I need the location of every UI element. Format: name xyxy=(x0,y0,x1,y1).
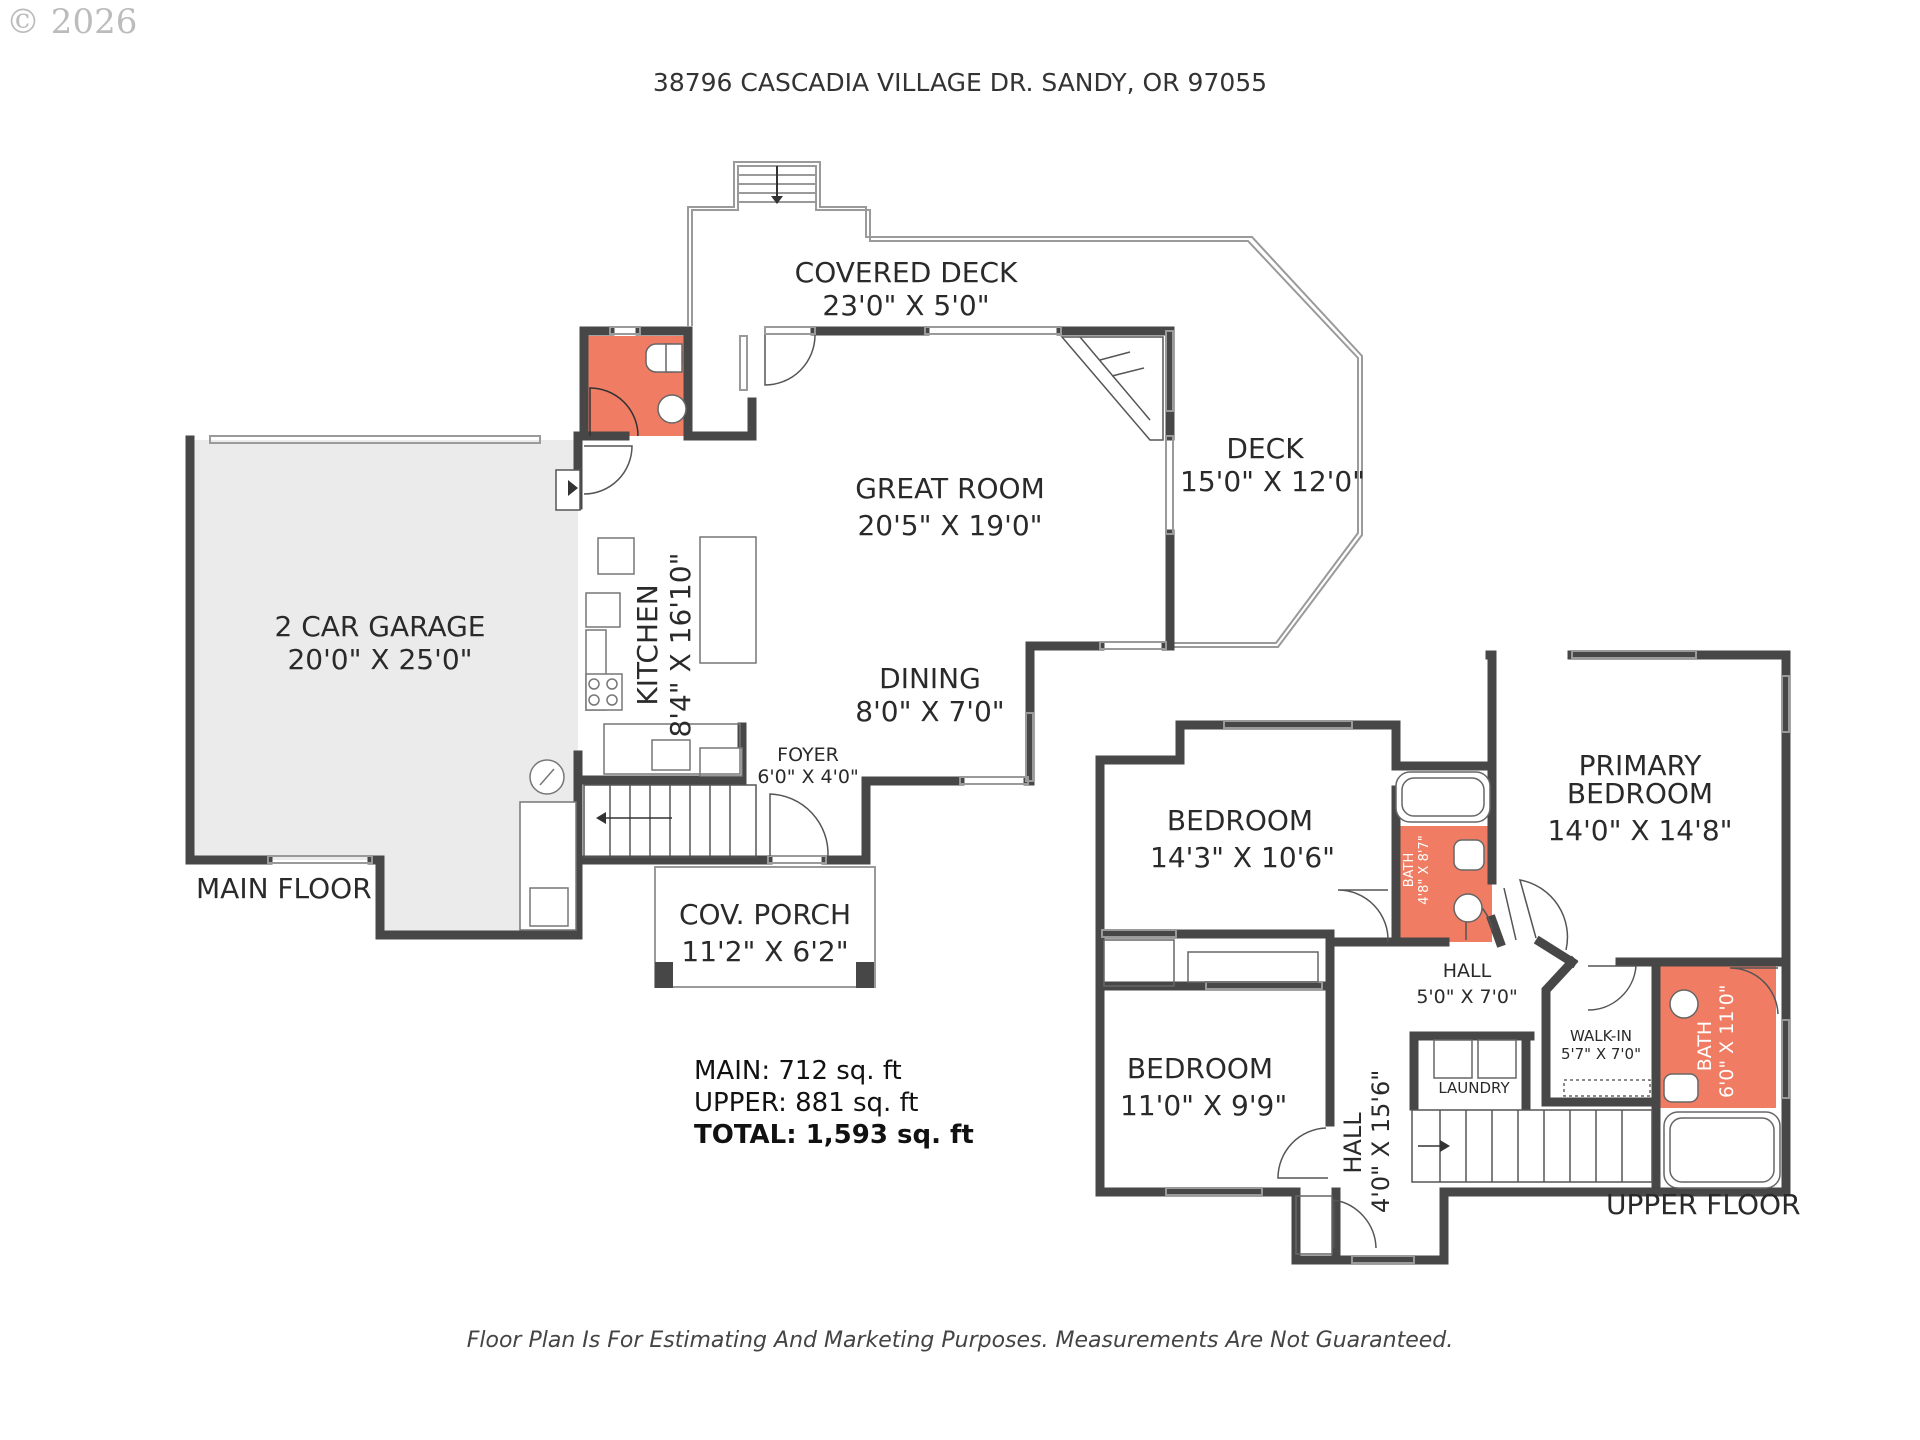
deck-stairs xyxy=(738,166,816,204)
primary-bedroom-label: PRIMARY BEDROOM 14'0" X 14'8" xyxy=(1540,749,1740,848)
main-floor-walls xyxy=(185,326,1175,940)
hall-upper-name: HALL xyxy=(1442,960,1492,982)
kitchen-size: 8'4" X 16'10" xyxy=(664,552,698,738)
garage-size: 20'0" X 25'0" xyxy=(287,643,473,677)
upper-bath-fixtures xyxy=(1103,771,1781,1255)
walk-in-size: 5'7" X 7'0" xyxy=(1560,1044,1642,1063)
deck-name: DECK xyxy=(1226,432,1304,465)
deck-size: 15'0" X 12'0" xyxy=(1180,465,1366,499)
great-room-size: 20'5" X 19'0" xyxy=(857,509,1043,543)
porch-name: COV. PORCH xyxy=(678,898,852,931)
garage-name: 2 CAR GARAGE xyxy=(274,610,486,643)
walk-in-name: WALK-IN xyxy=(1570,1027,1632,1045)
dining-label: DINING 8'0" X 7'0" xyxy=(850,662,1010,728)
porch-label: COV. PORCH 11'2" X 6'2" xyxy=(670,898,860,968)
hall-upper-size: 5'0" X 7'0" xyxy=(1416,986,1518,1009)
covered-deck-name: COVERED DECK xyxy=(794,256,1018,289)
main-floor-label: MAIN FLOOR xyxy=(196,872,372,905)
hall-upper-label: HALL 5'0" X 7'0" xyxy=(1412,960,1522,1009)
garage-floor xyxy=(190,440,578,935)
upper-stairs xyxy=(1411,1109,1653,1183)
primary-bedroom-name: PRIMARY BEDROOM xyxy=(1566,749,1714,810)
kitchen-name: KITCHEN xyxy=(631,584,664,706)
hall-stair-label: HALL 4'0" X 15'6" xyxy=(1339,1069,1401,1213)
great-room-name: GREAT ROOM xyxy=(855,472,1045,505)
hall-stair-name: HALL xyxy=(1339,1112,1367,1174)
laundry-label: LAUNDRY xyxy=(1438,1079,1510,1097)
covered-deck-size: 23'0" X 5'0" xyxy=(822,289,990,323)
dining-name: DINING xyxy=(879,662,981,695)
bedroom-2-label: BEDROOM 14'3" X 10'6" xyxy=(1150,804,1336,875)
primary-bath-name: BATH xyxy=(1694,1020,1716,1072)
foyer-name: FOYER xyxy=(777,744,839,766)
corner-fixture xyxy=(1060,336,1164,441)
bath-2-size: 4'8" X 8'7" xyxy=(1417,835,1433,905)
kitchen-label: KITCHEN 8'4" X 16'10" xyxy=(631,545,701,745)
upper-floor-label: UPPER FLOOR xyxy=(1606,1188,1801,1221)
covered-deck-label: COVERED DECK 23'0" X 5'0" xyxy=(776,256,1036,322)
upper-doors xyxy=(1277,879,1779,1249)
copyright-watermark: © 2026 xyxy=(6,2,138,42)
bedroom-2-name: BEDROOM xyxy=(1166,804,1314,837)
bedroom-3-name: BEDROOM xyxy=(1126,1052,1274,1085)
primary-bedroom-size: 14'0" X 14'8" xyxy=(1547,814,1733,847)
main-sqft: MAIN: 712 sq. ft xyxy=(694,1056,902,1086)
bath-2-label: BATH 4'8" X 8'7" xyxy=(1402,830,1438,910)
bath-2-name: BATH xyxy=(1402,852,1417,888)
great-room-label: GREAT ROOM 20'5" X 19'0" xyxy=(840,472,1060,542)
porch-size: 11'2" X 6'2" xyxy=(681,935,849,969)
primary-bath-size: 6'0" X 11'0" xyxy=(1716,984,1739,1098)
hall-stair-size: 4'0" X 15'6" xyxy=(1367,1069,1396,1213)
dining-size: 8'0" X 7'0" xyxy=(855,695,1005,729)
bedroom-3-label: BEDROOM 11'0" X 9'9" xyxy=(1120,1052,1288,1123)
bedroom-3-size: 11'0" X 9'9" xyxy=(1120,1089,1288,1123)
foyer-label: FOYER 6'0" X 4'0" xyxy=(748,744,868,789)
foyer-size: 6'0" X 4'0" xyxy=(757,766,859,789)
property-address: 38796 CASCADIA VILLAGE DR. SANDY, OR 970… xyxy=(652,68,1268,97)
primary-bath-label: BATH 6'0" X 11'0" xyxy=(1694,984,1742,1098)
porch-outline xyxy=(654,866,876,988)
upper-sqft: UPPER: 881 sq. ft xyxy=(694,1087,919,1118)
deck-outline xyxy=(687,161,1363,648)
main-doors xyxy=(555,334,829,857)
garage-label: 2 CAR GARAGE 20'0" X 25'0" xyxy=(260,610,500,676)
walk-in-label: WALK-IN 5'7" X 7'0" xyxy=(1546,1027,1656,1063)
total-sqft: TOTAL: 1,593 sq. ft xyxy=(694,1119,974,1150)
square-footage-summary: MAIN: 712 sq. ft UPPER: 881 sq. ft TOTAL… xyxy=(694,1056,974,1152)
garage-fixtures xyxy=(519,759,577,931)
main-stairs xyxy=(583,784,757,858)
deck-label: DECK 15'0" X 12'0" xyxy=(1180,432,1366,499)
bedroom-2-size: 14'3" X 10'6" xyxy=(1150,841,1336,875)
kitchen-fixtures xyxy=(585,536,757,777)
powder-room-fixtures xyxy=(589,343,687,437)
main-windows xyxy=(209,326,1174,864)
disclaimer: Floor Plan Is For Estimating And Marketi… xyxy=(466,1328,1454,1353)
